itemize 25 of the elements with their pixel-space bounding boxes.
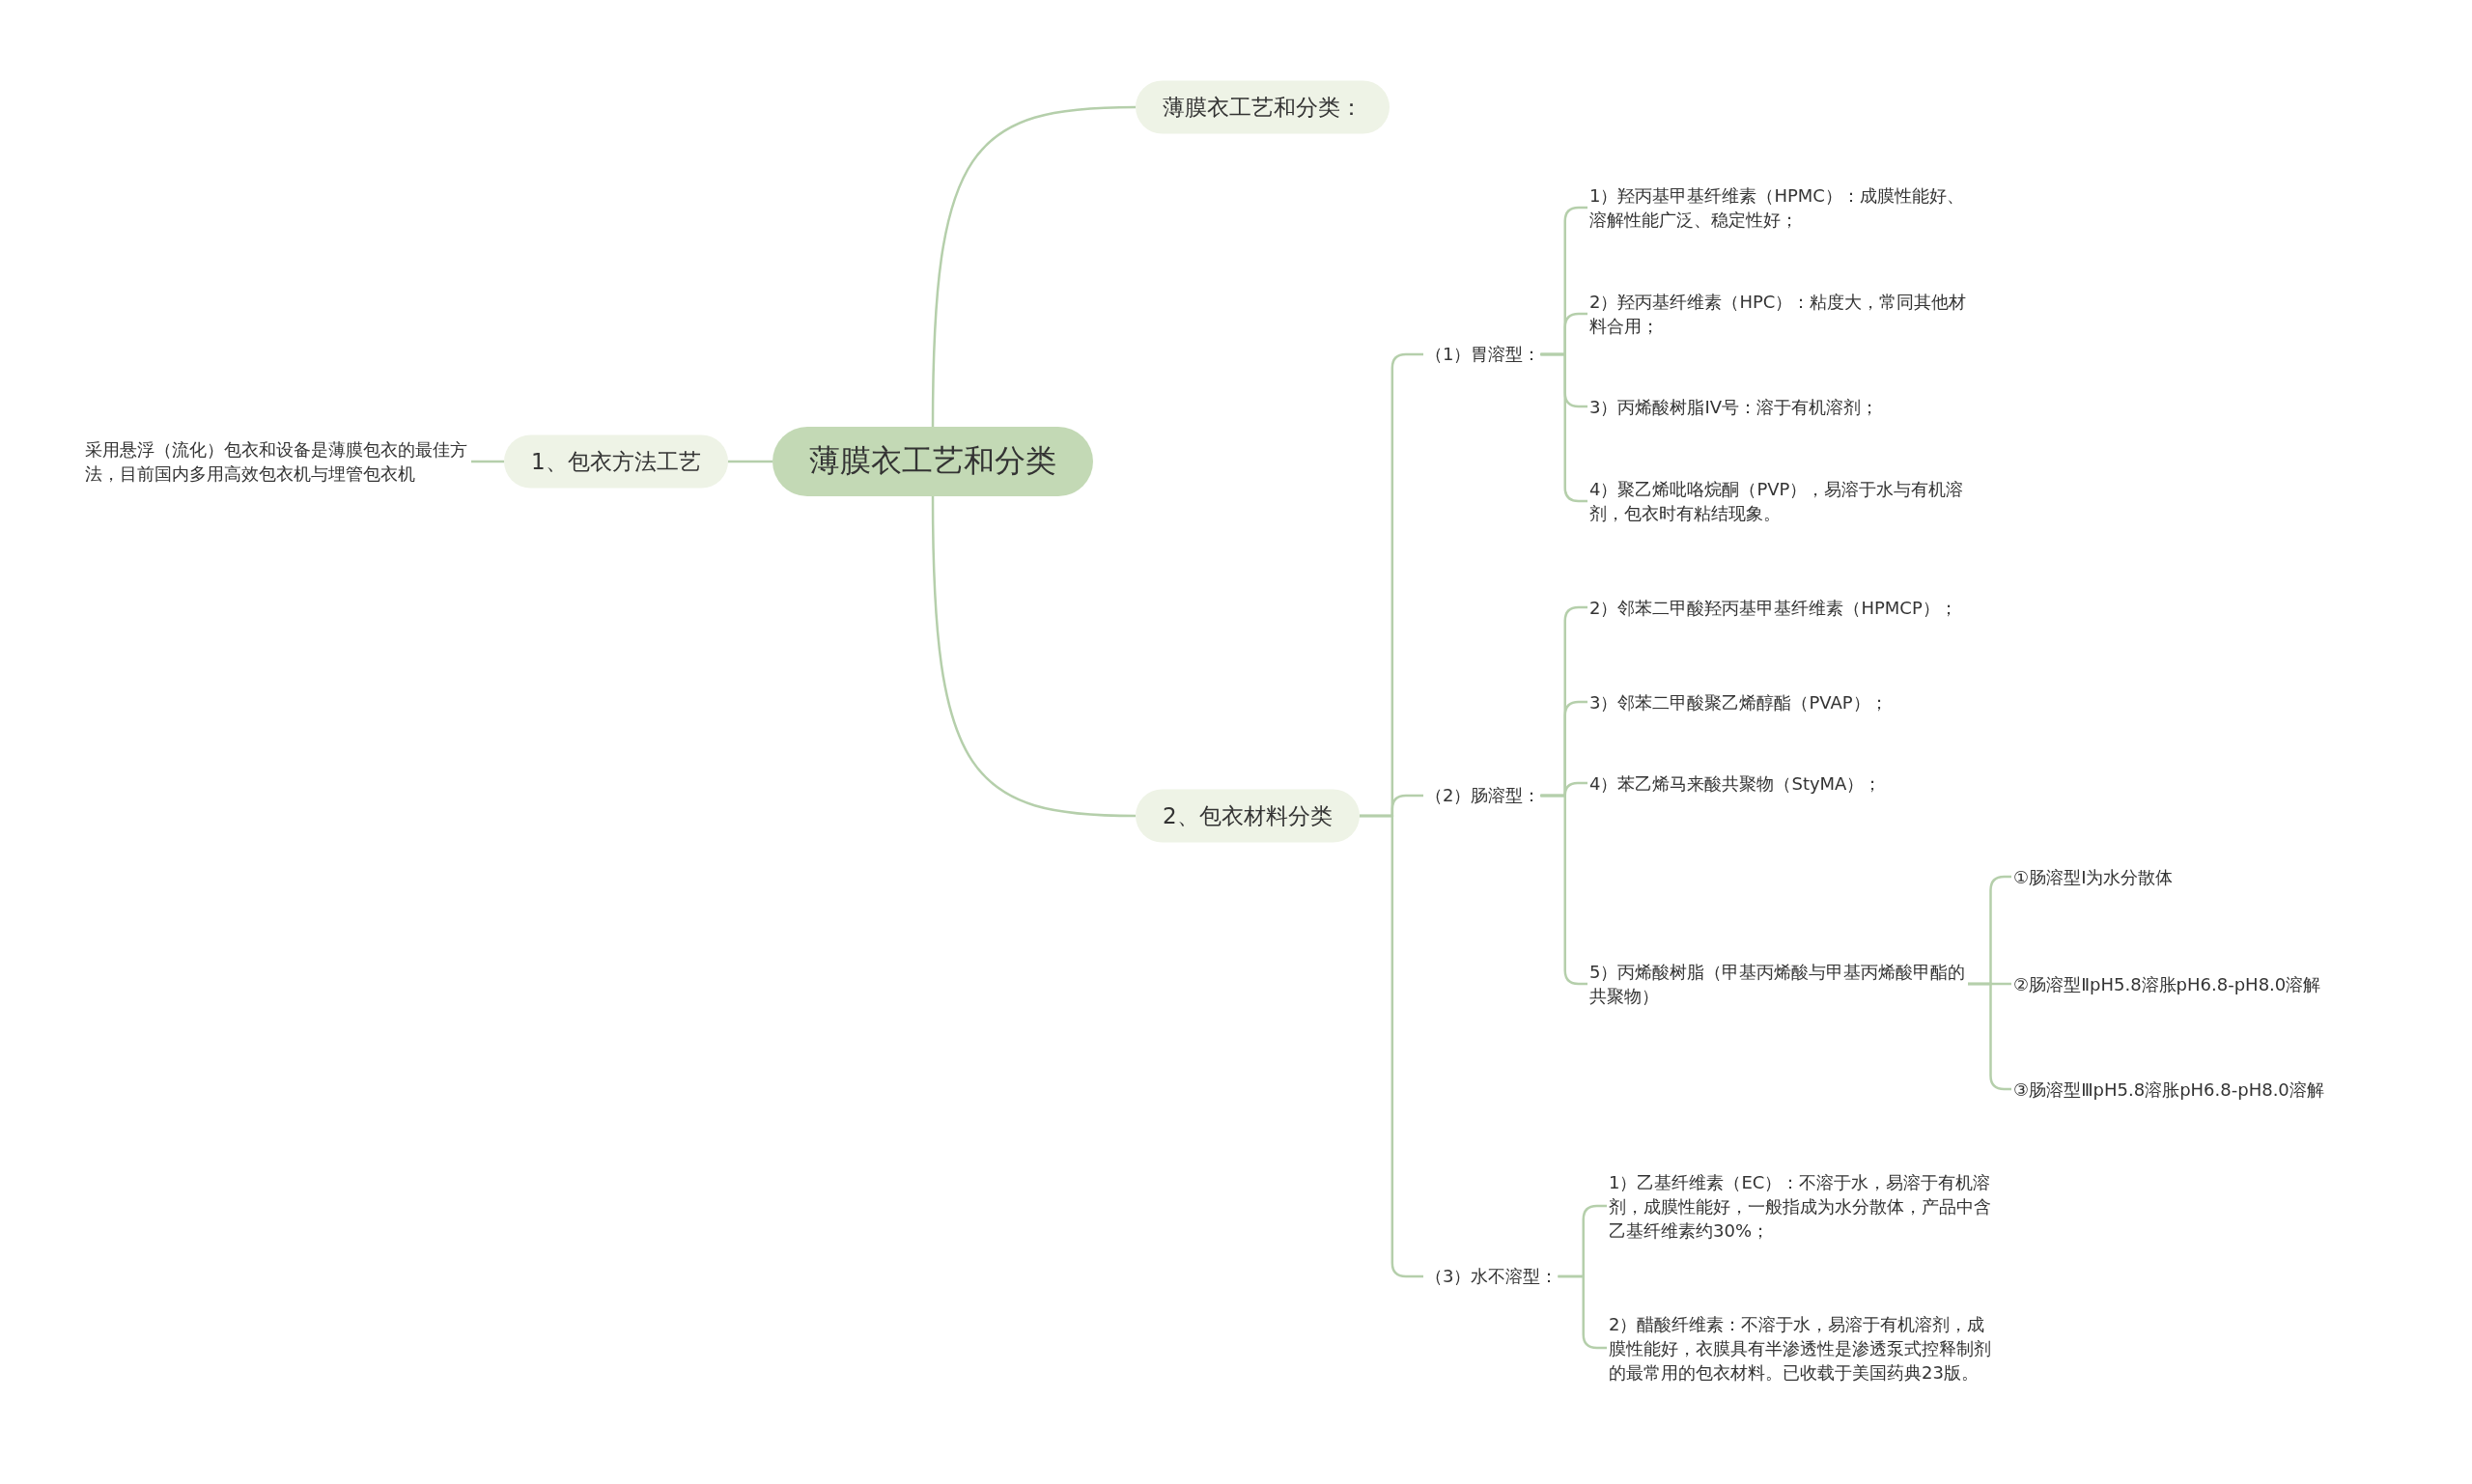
item-text: 3）丙烯酸树脂IV号：溶于有机溶剂； xyxy=(1589,390,1968,423)
item-text: ②肠溶型ⅡpH5.8溶胀pH6.8-pH8.0溶解 xyxy=(2013,967,2400,1000)
item-text: 4）聚乙烯吡咯烷酮（PVP），易溶于水与有机溶剂，包衣时有粘结现象。 xyxy=(1589,473,1968,529)
connector-line xyxy=(931,496,1137,818)
item-text: 1）羟丙基甲基纤维素（HPMC）：成膜性能好、溶解性能广泛、稳定性好； xyxy=(1589,180,1968,236)
connector-line xyxy=(931,105,1137,427)
item-text: 3）邻苯二甲酸聚乙烯醇酯（PVAP）； xyxy=(1589,686,1968,718)
item-text: 4）苯乙烯马来酸共聚物（StyMA）； xyxy=(1589,767,1968,799)
subtopic-label: （2）肠溶型： xyxy=(1425,780,1541,811)
item-text: 2）羟丙基纤维素（HPC）：粘度大，常同其他材料合用； xyxy=(1589,286,1968,342)
item-text: 5）丙烯酸树脂（甲基丙烯酸与甲基丙烯酸甲酯的共聚物） xyxy=(1589,956,1968,1012)
subtopic-label: （1）胃溶型： xyxy=(1425,339,1541,370)
item-text: ①肠溶型Ⅰ为水分散体 xyxy=(2013,860,2400,893)
connector-line xyxy=(727,460,772,463)
item-text: 2）邻苯二甲酸羟丙基甲基纤维素（HPMCP）； xyxy=(1589,591,1968,624)
connector-line xyxy=(471,460,504,463)
topic-box: 薄膜衣工艺和分类： xyxy=(1136,80,1390,134)
item-text: 采用悬浮（流化）包衣和设备是薄膜包衣的最佳方法，目前国内多用高效包衣机与埋管包衣机 xyxy=(85,434,471,490)
topic-box: 2、包衣材料分类 xyxy=(1136,789,1360,843)
item-text: ③肠溶型ⅢpH5.8溶胀pH6.8-pH8.0溶解 xyxy=(2013,1073,2400,1106)
topic-box: 1、包衣方法工艺 xyxy=(504,434,728,489)
item-text: 1）乙基纤维素（EC）：不溶于水，易溶于有机溶剂，成膜性能好，一般指成为水分散体，产品中含乙基纤维素约30%； xyxy=(1609,1165,1995,1246)
item-text: 2）醋酸纤维素：不溶于水，易溶于有机溶剂，成膜性能好，衣膜具有半渗透性是渗透泵式控释制剂的最常用的包衣材料。已收载于美国药典23版。 xyxy=(1609,1307,1995,1388)
central-topic: 薄膜衣工艺和分类 xyxy=(772,427,1093,496)
subtopic-label: （3）水不溶型： xyxy=(1425,1261,1559,1292)
